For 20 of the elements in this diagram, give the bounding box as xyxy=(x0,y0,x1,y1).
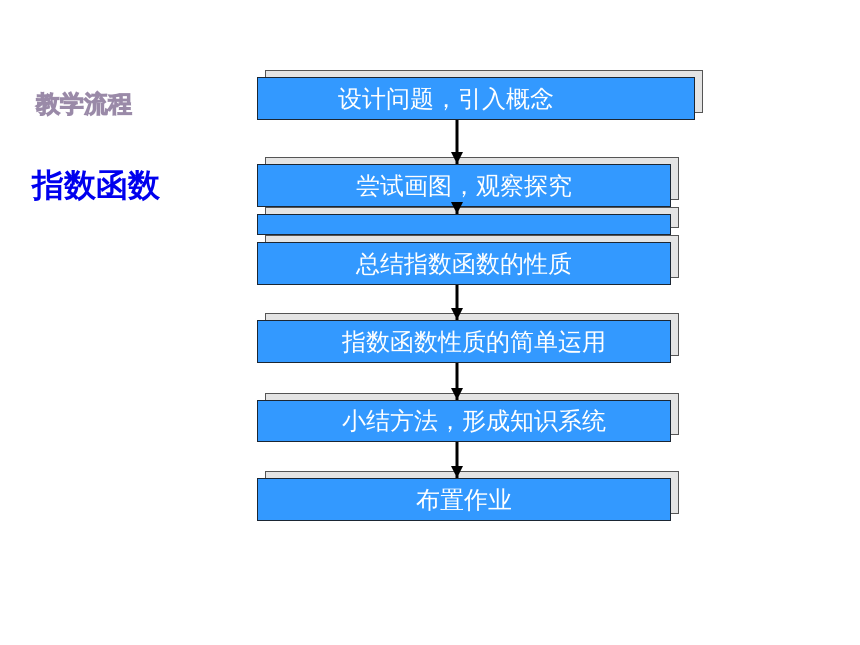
arrow xyxy=(451,285,463,320)
step-text: 布置作业 xyxy=(416,484,512,516)
process-box xyxy=(257,242,671,285)
process-box xyxy=(257,214,671,235)
process-box xyxy=(257,400,671,442)
arrow xyxy=(451,120,463,164)
section-heading: 教学流程 xyxy=(36,89,132,120)
arrow xyxy=(451,442,463,478)
arrow xyxy=(451,363,463,400)
arrow xyxy=(451,202,463,214)
step-text: 总结指数函数的性质 xyxy=(356,248,572,280)
step-text: 小结方法，形成知识系统 xyxy=(341,406,606,437)
topic-title: 指数函数 xyxy=(32,165,160,206)
process-box xyxy=(257,77,695,120)
process-box xyxy=(257,320,671,363)
step-text: 指数函数性质的简单运用 xyxy=(341,326,606,358)
process-box xyxy=(257,164,671,207)
process-box xyxy=(257,478,671,521)
step-text: 尝试画图，观察探究 xyxy=(356,170,572,202)
step-text: 设计问题，引入概念 xyxy=(338,84,555,114)
